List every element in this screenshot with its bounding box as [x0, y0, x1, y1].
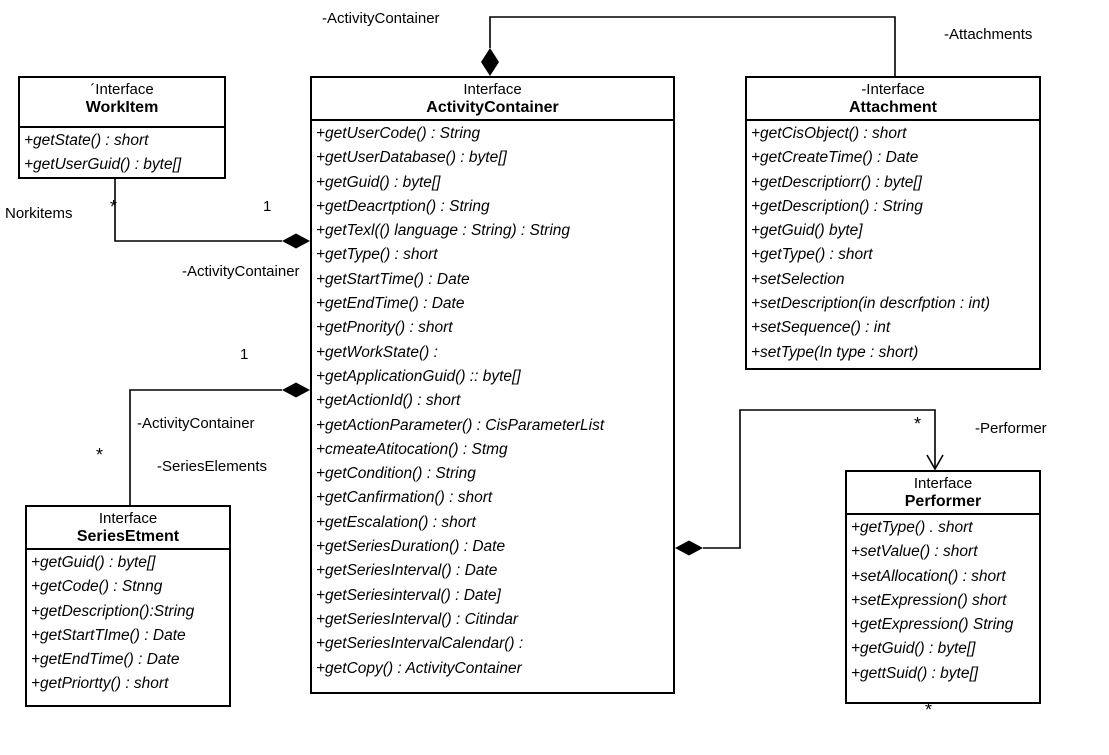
multiplicity-star-performer-bottom: * [925, 700, 933, 720]
method-label: +getUserDatabase() : byte[] [316, 149, 507, 167]
stereotype-label: ´Interface [90, 81, 154, 98]
open-arrowhead-performer [926, 454, 944, 471]
method-label: +getCopy() : ActivityContainer [316, 659, 522, 677]
class-workitem: ´Interface WorkItem +getState() : short+… [18, 76, 226, 179]
multiplicity-one-series: 1 [240, 346, 249, 363]
method-label: +getApplicationGuid() :: byte[] [316, 367, 521, 385]
method-label: +getEndTime() : Date [31, 651, 180, 669]
stereotype-label: Interface [463, 81, 522, 98]
method-label: +getExpression() String [851, 616, 1014, 634]
role-label-activitycontainer-top: -ActivityContainer [322, 10, 440, 27]
composition-diamond-workitem [282, 233, 310, 249]
method-label: +getSeriesDuration() : Date [316, 538, 506, 556]
method-label: +getUserCode() : String [316, 125, 481, 142]
method-label: +getDescriptiorr() : byte[] [751, 173, 922, 191]
method-label: +getActionParameter() : CisParameterList [316, 416, 605, 434]
method-label: +getUserGuid() : byte[] [24, 156, 182, 174]
class-name: Performer [904, 493, 982, 510]
class-serieselement: Interface SeriesEtment +getGuid() : byte… [25, 505, 231, 707]
method-label: +getGuid() : byte[] [31, 554, 156, 571]
role-label-performer: -Performer [975, 420, 1047, 437]
method-list: +getUserCode() : String +getUserDatabase(… [312, 121, 673, 681]
method-label: +getEndTime() : Date [316, 295, 465, 313]
method-label: +getType() : short [316, 246, 438, 264]
method-label: +getDescription():String [31, 602, 195, 620]
method-label: +setSequence() : int [751, 319, 891, 337]
method-label: +getStartTime() : Date [316, 270, 470, 288]
method-label: +setSelection [751, 270, 845, 288]
method-label: +getSeriesIntervalCalendar() : [316, 635, 524, 653]
method-label: +getTexl(() language : String) : String [316, 222, 571, 240]
method-label: +gettSuid() : byte[] [851, 664, 979, 682]
class-attachment-header: -Interface Attachment [747, 78, 1039, 121]
class-performer-header: Interface Performer [847, 472, 1039, 515]
method-label: +getSeriesInterval() : Date [316, 562, 498, 580]
method-label: +getCisObject() : short [751, 125, 907, 142]
method-label: +getDescription() : String [751, 197, 923, 215]
class-name: SeriesEtment [76, 528, 180, 545]
class-serieselement-header: Interface SeriesEtment [27, 507, 229, 550]
method-list: +getState() : short +getUserGuid() : byte… [20, 128, 224, 177]
class-attachment: -Interface Attachment +getCisObject() : … [745, 76, 1041, 370]
class-name: Attachment [848, 99, 937, 116]
method-label: +getWorkState() : [316, 343, 438, 361]
method-label: +getCode() : Stnng [31, 578, 163, 596]
role-label-workitems: Norkitems [5, 205, 73, 222]
multiplicity-star-series: * [96, 445, 104, 465]
method-label: +getState() : short [24, 132, 149, 149]
method-label: +getSeriesInterval() : Citindar [316, 610, 519, 628]
method-label: +getActionId() : short [316, 392, 461, 410]
method-label: +getStartTIme() : Date [31, 626, 186, 644]
stereotype-label: Interface [913, 475, 973, 492]
class-name: ActivityContainer [426, 99, 559, 116]
method-label: +setDescription(in descrfption : int) [751, 295, 991, 313]
method-label: +cmeateAtitocation() : Stmg [316, 440, 508, 458]
method-label: +getGuid() : byte[] [851, 640, 976, 658]
method-label: +setExpression() short [851, 591, 1007, 609]
method-label: +getPnority() : short [316, 319, 453, 337]
method-label: +setValue() : short [851, 543, 978, 561]
composition-diamond-series [282, 382, 310, 398]
class-activitycontainer: Interface ActivityContainer +getUserCode… [310, 76, 675, 694]
method-label: +getGuid() byte] [751, 222, 863, 240]
method-label: +getCreateTime() : Date [751, 149, 919, 167]
method-label: +getCondition() : String [316, 465, 476, 483]
multiplicity-star-workitem: * [110, 197, 118, 217]
stereotype-label: -Interface [861, 81, 925, 98]
role-label-attachments: -Attachments [944, 26, 1033, 43]
method-label: +getType() : short [751, 246, 873, 264]
connector-workitem-activitycontainer [114, 179, 282, 242]
role-label-serieselements: -SeriesElements [157, 458, 268, 475]
stereotype-label: Interface [98, 510, 158, 527]
class-performer: Interface Performer +getType() . short +s… [845, 470, 1041, 704]
connector-serieselement-activitycontainer [129, 389, 282, 505]
class-name: WorkItem [85, 99, 159, 116]
method-label: +setAllocation() : short [851, 567, 1006, 585]
method-label: +getSeriesinterval() : Date] [316, 586, 501, 604]
method-label: +getPriortty() : short [31, 675, 169, 693]
method-label: +getType() . short [851, 519, 973, 536]
method-label: +getDeacrtption() : String [316, 197, 490, 215]
method-list: +getType() . short +setValue() : short +se… [847, 515, 1039, 686]
class-workitem-header: ´Interface WorkItem [20, 78, 224, 128]
role-label-activitycontainer-workitem: -ActivityContainer [182, 263, 300, 280]
role-label-activitycontainer-series: -ActivityContainer [137, 415, 255, 432]
class-activitycontainer-header: Interface ActivityContainer [312, 78, 673, 121]
method-label: +getCanfirmation() : short [316, 489, 493, 507]
method-list: +getGuid() : byte[] +getCode() : Stnng +ge… [27, 550, 229, 697]
composition-diamond-performer [675, 540, 703, 556]
method-list: +getCisObject() : short +getCreateTime() … [747, 121, 1039, 365]
method-label: +setType(In type : short) [751, 343, 919, 361]
multiplicity-star-performer: * [914, 414, 922, 434]
method-label: +getEscalation() : short [316, 513, 476, 531]
multiplicity-one-workitem: 1 [263, 198, 272, 215]
method-label: +getGuid() : byte[] [316, 173, 441, 191]
composition-diamond-top [481, 48, 499, 76]
connector-activitycontainer-attachment [489, 16, 896, 76]
